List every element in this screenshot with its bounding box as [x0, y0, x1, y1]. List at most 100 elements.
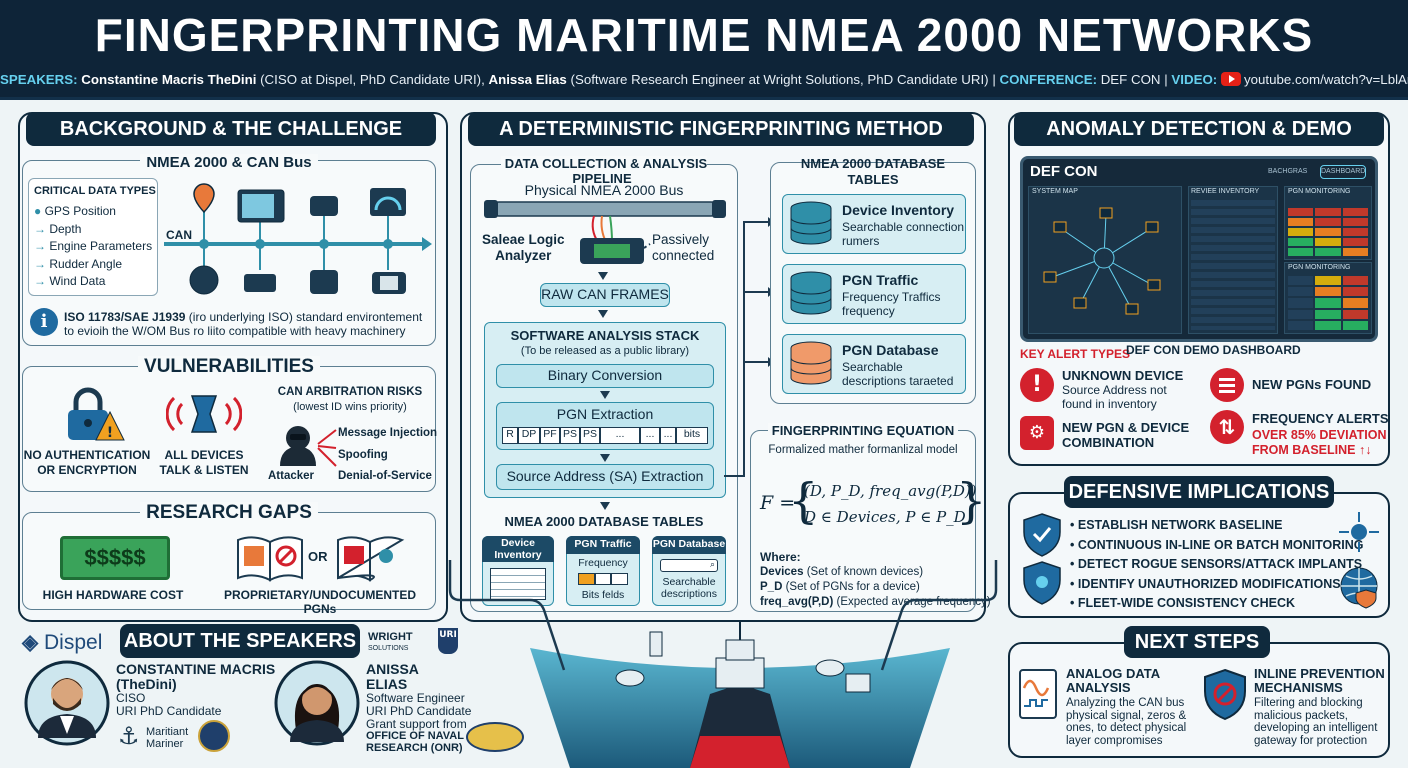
shield-check-icon — [1023, 513, 1061, 557]
pgn-heat-grid-1 — [1288, 208, 1368, 256]
database-icon — [790, 341, 832, 385]
dashboard-nav-1[interactable]: BACHGRAS — [1268, 168, 1308, 175]
new-pgns-title: NEW PGNs FOUND — [1252, 377, 1372, 392]
system-map-graph — [1043, 207, 1161, 315]
search-icon: ⌕ — [660, 559, 718, 572]
gps-pin-icon — [193, 183, 215, 214]
bit-field: ... — [640, 427, 660, 444]
flow-arrow — [600, 391, 610, 399]
defensive-item: • FLEET-WIDE CONSISTENCY CHECK — [1070, 596, 1296, 610]
ship-illustration — [530, 622, 950, 768]
table-grid-icon — [490, 568, 546, 600]
network-globe-icons — [1339, 512, 1379, 609]
bit-field: ... — [660, 427, 676, 444]
speaker2-role: (Software Research Engineer at Wright So… — [570, 72, 989, 87]
equation-line2: D ∈ Devices, P ∈ P_D — [804, 508, 966, 526]
speaker1-details: CISO URI PhD Candidate — [116, 691, 222, 718]
speaker1-avatar — [24, 660, 110, 746]
youtube-icon — [1220, 72, 1241, 86]
separator: | — [992, 72, 996, 87]
db-bits-label: Bits felds — [581, 589, 625, 601]
binary-conversion-box: Binary Conversion — [496, 364, 714, 388]
header-subtitle: SPEAKERS: Constantine Macris TheDini (CI… — [0, 72, 1408, 87]
dashboard-caption: DEF CON DEMO DASHBOARD — [1126, 343, 1301, 357]
db-tables-title: NMEA 2000 DATABASE TABLES — [800, 156, 946, 187]
pgn-monitoring-label-1: PGN MONITORING — [1288, 188, 1351, 195]
dispel-logo: ◈ Dispel — [22, 631, 103, 654]
inventory-rows — [1191, 200, 1275, 330]
pgn-extraction-label: PGN Extraction — [556, 406, 654, 422]
speaker1-name: Constantine Macris TheDini — [81, 72, 257, 87]
bit-field: ... — [600, 427, 640, 444]
critical-item: ● GPS Position — [34, 204, 116, 218]
can-label: CAN — [166, 228, 192, 242]
database-icon — [790, 201, 832, 245]
svg-text:!: ! — [107, 425, 113, 441]
hardware-cost-label: HIGH HARDWARE COST — [42, 588, 184, 602]
pgn-database-sub: Searchable descriptions taraeted — [842, 360, 954, 388]
critical-item: → Depth — [34, 221, 82, 236]
attacker-icon — [280, 426, 337, 467]
video-link[interactable]: youtube.com/watch?v=LblAmMXCjZ0 — [1243, 72, 1408, 87]
freq-cells — [578, 573, 629, 585]
risk-item: Message Injection — [338, 427, 438, 439]
info-icon: i — [30, 308, 58, 336]
risk-item: Denial-of-Service — [338, 470, 432, 482]
defensive-item: • ESTABLISH NETWORK BASELINE — [1070, 518, 1283, 532]
iso-note: ISO 11783/SAE J1939 (iro underlying ISO)… — [64, 310, 423, 338]
db-bottom-title: NMEA 2000 DATABASE TABLES — [504, 514, 704, 529]
brace-left: { — [788, 473, 819, 529]
bus-label: Physical NMEA 2000 Bus — [524, 182, 684, 198]
equation-subtitle: Formalized mather formanlizal model — [768, 444, 958, 456]
onr-seal-icon — [466, 722, 524, 752]
equation-title: FINGERPRINTING EQUATION — [750, 423, 976, 438]
defensive-tab: DEFENSIVE IMPLICATIONS — [1064, 476, 1334, 508]
bit-field: PF — [540, 427, 560, 444]
or-label: OR — [308, 549, 328, 564]
no-auth-label: NO AUTHENTICATION OR ENCRYPTION — [23, 448, 151, 477]
arrow-right-icon: → — [34, 256, 46, 271]
arrow-right-icon: → — [34, 239, 46, 253]
bit-field: DP — [518, 427, 540, 444]
sensor-icon — [310, 196, 338, 216]
flow-arrow — [600, 454, 610, 462]
panel-connectors — [448, 560, 998, 671]
arrow-right-icon: → — [34, 274, 46, 288]
pgn-monitoring-label-2: PGN MONITORING — [1288, 264, 1351, 271]
arbitration-subtitle: (lowest ID wins priority) — [293, 401, 407, 413]
critical-item: → Wind Data — [34, 274, 106, 288]
page-title: FINGERPRINTING MARITIME NMEA 2000 NETWOR… — [94, 9, 1314, 61]
bit-field: bits — [676, 427, 708, 444]
equation-definitions: Devices (Set of known devices) P_D (Set … — [760, 566, 991, 608]
rudder-icon — [310, 270, 338, 294]
defensive-item: • IDENTIFY UNAUTHORIZED MODIFICATIONS — [1070, 576, 1341, 591]
book-blocked-icon — [237, 536, 303, 582]
bit-field: R — [502, 427, 518, 444]
speaker2-avatar — [274, 660, 360, 746]
key-alerts-title: KEY ALERT TYPES — [1020, 347, 1131, 361]
gauge-icon — [370, 188, 406, 216]
dashboard-nav-2[interactable]: DASHBOARD — [1320, 165, 1366, 179]
pgn-bit-fields: R DP PF PS PS ... ... ... bits — [502, 427, 708, 444]
database-icon — [790, 271, 832, 315]
bit-field: PS — [580, 427, 600, 444]
db-card-pgn-traffic-title: PGN Traffic — [566, 536, 640, 554]
db-card-device-title: Device Inventory — [482, 536, 554, 562]
raw-frames-box: RAW CAN FRAMES — [540, 283, 670, 307]
navy-seal-icon — [198, 720, 230, 752]
inline-sub: Filtering and blocking malicious packets… — [1254, 697, 1378, 747]
waveform-document-icon — [1019, 669, 1057, 719]
broadcast-icon — [166, 395, 242, 433]
conference-value: DEF CON — [1100, 72, 1161, 87]
shield-block-icon — [1204, 668, 1246, 721]
method-tab: A DETERMINISTIC FINGERPRINTING METHOD — [468, 112, 974, 146]
book-gear-icon — [337, 536, 405, 582]
background-tab: BACKGROUND & THE CHALLENGE — [26, 112, 436, 146]
lock-warning-icon: ! — [68, 387, 125, 441]
db-card-pgn-database-title: PGN Database — [652, 536, 726, 554]
dispel-logo-icon: ◈ — [22, 631, 39, 654]
pgn-database-title: PGN Database — [842, 342, 939, 358]
conference-key: CONFERENCE: — [999, 72, 1097, 87]
db-searchable-label: Searchable descriptions — [660, 576, 718, 600]
